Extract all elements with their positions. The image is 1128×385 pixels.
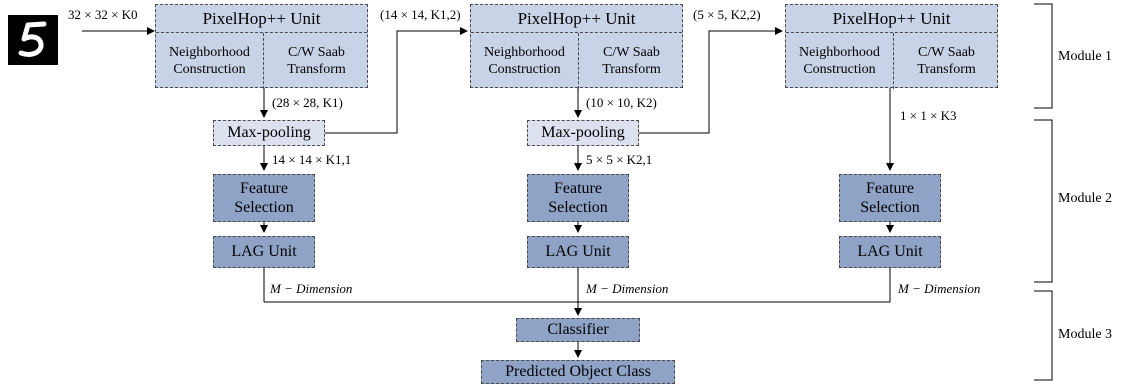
hop3-dimension-label: M − Dimension xyxy=(898,281,981,296)
hop2-output-label: (10 × 10, K2) xyxy=(586,95,657,110)
lag-unit-2: LAG Unit xyxy=(527,236,629,268)
bracket-module-1 xyxy=(1034,3,1053,109)
cw-saab-transform: C/W Saab Transform xyxy=(287,45,346,77)
arrow-pool2-to-unit3 xyxy=(639,27,783,134)
digit-five-icon xyxy=(18,21,47,57)
neighborhood-construction: Neighborhood Construction xyxy=(786,33,894,89)
cw-saab-transform: C/W Saab Transform xyxy=(602,45,661,77)
hop3-output-label: 1 × 1 × K3 xyxy=(900,108,957,123)
unit-title: PixelHop++ Unit xyxy=(471,5,682,33)
predicted-class-box: Predicted Object Class xyxy=(481,360,675,384)
pixelhop-unit-2: PixelHop++ Unit Neighborhood Constructio… xyxy=(470,4,683,89)
classifier-box: Classifier xyxy=(516,318,640,342)
hop1-dimension-label: M − Dimension xyxy=(270,281,353,296)
neighborhood-construction: Neighborhood Construction xyxy=(156,33,264,89)
bracket-module-2 xyxy=(1034,119,1053,283)
pixelhop-unit-1: PixelHop++ Unit Neighborhood Constructio… xyxy=(155,4,368,89)
pool1-output-label: 14 × 14 × K1,1 xyxy=(272,152,352,167)
module-2-label: Module 2 xyxy=(1058,191,1113,206)
bracket-module-3 xyxy=(1034,290,1053,381)
hop1-to-hop2-label: (14 × 14, K1,2) xyxy=(380,7,461,22)
lag-unit-1: LAG Unit xyxy=(213,236,315,268)
max-pooling-2: Max-pooling xyxy=(527,120,639,146)
pool2-output-label: 5 × 5 × K2,1 xyxy=(586,152,653,167)
hop2-to-hop3-label: (5 × 5, K2,2) xyxy=(693,7,761,22)
lag-unit-3: LAG Unit xyxy=(839,236,941,268)
unit-title: PixelHop++ Unit xyxy=(786,5,997,33)
input-digit-image xyxy=(8,15,58,65)
feature-selection-2: Feature Selection xyxy=(527,174,629,222)
max-pooling-1: Max-pooling xyxy=(213,120,325,146)
cw-saab-transform: C/W Saab Transform xyxy=(917,45,976,77)
pixelhop-unit-3: PixelHop++ Unit Neighborhood Constructio… xyxy=(785,4,998,89)
arrow-pool1-to-unit2 xyxy=(325,27,468,134)
hop1-output-label: (28 × 28, K1) xyxy=(272,95,343,110)
neighborhood-construction: Neighborhood Construction xyxy=(471,33,579,89)
module-1-label: Module 1 xyxy=(1058,49,1113,64)
feature-selection-3: Feature Selection xyxy=(839,174,941,222)
module-3-label: Module 3 xyxy=(1058,327,1113,342)
unit-title: PixelHop++ Unit xyxy=(156,5,367,33)
input-size-label: 32 × 32 × K0 xyxy=(68,7,138,22)
hop2-dimension-label: M − Dimension xyxy=(586,281,669,296)
feature-selection-1: Feature Selection xyxy=(213,174,315,222)
